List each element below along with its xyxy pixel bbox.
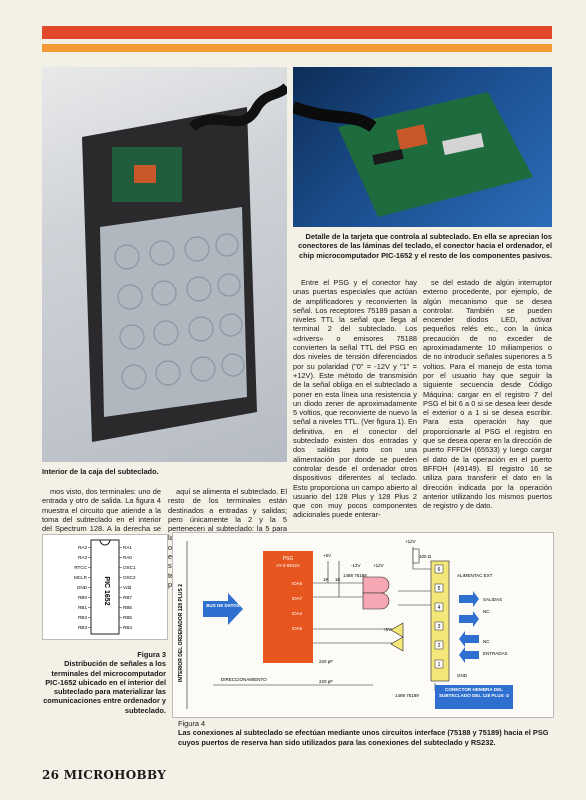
computer-interior-label: INTERIOR DEL ORDENADOR 128 PLUS 2 bbox=[178, 584, 184, 682]
connector-pin-number: 6 bbox=[438, 567, 441, 573]
psg-pin-label: IOA6 bbox=[292, 581, 303, 586]
psg-label: PSG bbox=[283, 556, 294, 562]
pin-label: RA3 bbox=[78, 555, 87, 560]
connector-pin-number: 5 bbox=[438, 586, 441, 592]
keyboard-case-photo bbox=[42, 67, 287, 462]
pin-label: GND bbox=[77, 585, 88, 590]
connector-pin-number: 2 bbox=[438, 643, 441, 649]
pin-label: OSC2 bbox=[123, 575, 136, 580]
pin-label: RB4 bbox=[123, 625, 132, 630]
header-red-stripe bbox=[42, 26, 552, 39]
outputs-label: SALIDAS bbox=[483, 597, 502, 602]
cap2-label: 220 pF bbox=[319, 679, 333, 684]
connector-box-label: CONECTOR HEMBRA DEL SUBTECLADO DEL 128 P… bbox=[438, 687, 510, 698]
pin-label: RA2 bbox=[78, 545, 87, 550]
psg-chip-label: AY-3-8912A bbox=[276, 563, 300, 568]
gnd-label: GND bbox=[457, 673, 468, 678]
connector-pin-number: 3 bbox=[438, 624, 441, 630]
power-ext-label: ALIMENTAC EXT bbox=[457, 573, 493, 578]
connector-pin-box bbox=[434, 564, 444, 574]
text-column-3: Entre el PSG y el conector hay unas puer… bbox=[293, 278, 417, 520]
bus-label-line: BUS DE DATOS bbox=[206, 603, 240, 608]
pin-label: RB2 bbox=[78, 615, 87, 620]
connector-pin-numbers: 6 5 4 3 2 1 bbox=[434, 564, 444, 669]
v5b-label: +5V bbox=[383, 627, 391, 632]
paragraph: Entre el PSG y el conector hay unas puer… bbox=[293, 278, 417, 520]
pin-label: MCLR bbox=[74, 575, 88, 580]
v12b-label: +12V bbox=[405, 539, 416, 544]
v12neg-label: -12V bbox=[351, 563, 361, 568]
paragraph: se del estado de algún interruptor exter… bbox=[423, 278, 552, 511]
pin-label: OSC1 bbox=[123, 565, 136, 570]
pin-label: RB3 bbox=[78, 625, 87, 630]
v5-label: +5V bbox=[323, 553, 331, 558]
pin-label: RB1 bbox=[78, 605, 87, 610]
connector-pin-box bbox=[434, 602, 444, 612]
connector-pin-box bbox=[434, 583, 444, 593]
psg-pin-label: IOA4 bbox=[292, 611, 303, 616]
controller-card-photo bbox=[293, 67, 552, 227]
figure-3-caption: Figura 3 Distribución de señales a los t… bbox=[42, 650, 166, 715]
connector-pin-box bbox=[434, 621, 444, 631]
pin-label: RA1 bbox=[123, 545, 132, 550]
figure-3-title: Figura 3 bbox=[137, 650, 166, 659]
figure-4-body: Las conexiones al subteclado se efectúan… bbox=[178, 728, 549, 747]
figure-4-caption: Figura 4 Las conexiones al subteclado se… bbox=[178, 719, 552, 747]
addressing-label: DIRECCIONAMIENTO bbox=[221, 677, 267, 682]
chip75188-label: 1488 75188 bbox=[343, 573, 367, 578]
res3-label: 100 Ω bbox=[419, 554, 432, 559]
v12a-label: +12V bbox=[373, 563, 384, 568]
psg-pin-label: IOA7 bbox=[292, 596, 303, 601]
connector-pin-number: 4 bbox=[438, 605, 441, 611]
pin-label: RB7 bbox=[123, 595, 132, 600]
photo1-caption: Interior de la caja del subteclado. bbox=[42, 467, 159, 476]
page-footer: 26 MICROHOBBY bbox=[42, 768, 167, 782]
chip75189-label: 1489 75189 bbox=[395, 693, 419, 698]
header-orange-stripe bbox=[42, 44, 552, 52]
res2-label: 1K bbox=[335, 577, 341, 582]
pin-label: RB0 bbox=[78, 595, 87, 600]
res1-label: 1K bbox=[323, 577, 329, 582]
pic1652-chip-label: PIC 1652 bbox=[103, 576, 110, 605]
nc-label-1: NC bbox=[483, 609, 490, 614]
psg-pin-label: IOA5 bbox=[292, 626, 303, 631]
pin-label: RB5 bbox=[123, 615, 132, 620]
pin-label: RTCC bbox=[74, 565, 87, 570]
inputs-label: ENTRADAS bbox=[483, 651, 508, 656]
pin-label: RA0 bbox=[123, 555, 132, 560]
nc-label-2: NC bbox=[483, 639, 490, 644]
connector-pin-box bbox=[434, 659, 444, 669]
pin-label: RB6 bbox=[123, 605, 132, 610]
pin-label: Vdd bbox=[123, 585, 132, 590]
figure-4-title: Figura 4 bbox=[178, 719, 206, 728]
text-column-4: se del estado de algún interruptor exter… bbox=[423, 278, 552, 510]
connector-pin-number: 1 bbox=[438, 662, 441, 668]
photo2-caption: Detalle de la tarjeta que controla al su… bbox=[298, 232, 552, 260]
connector-pin-box bbox=[434, 640, 444, 650]
figure-3-body: Distribución de señales a los terminales… bbox=[43, 659, 166, 715]
figure-4-diagram: INTERIOR DEL ORDENADOR 128 PLUS 2 PSG AY… bbox=[172, 532, 554, 718]
cap1-label: 220 pF bbox=[319, 659, 333, 664]
